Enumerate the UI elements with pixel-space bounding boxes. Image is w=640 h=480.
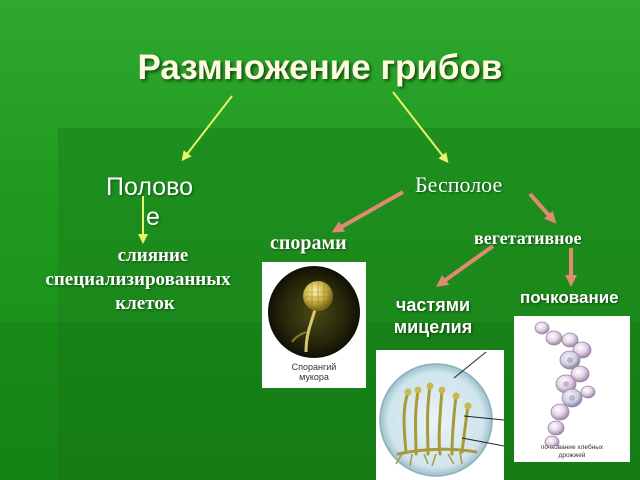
mycelium-image xyxy=(376,350,505,480)
sexual-label-line1: Полово xyxy=(106,173,193,201)
sporangium-caption-line1: Спорангий xyxy=(291,362,337,372)
fusion-line1: слияние xyxy=(117,245,189,266)
sporangium-caption-line2: мукора xyxy=(299,372,329,382)
yeast-caption-line1: почкование хлебных xyxy=(540,444,604,451)
yeast-image: почкование хлебных дрожжей xyxy=(514,316,630,462)
arrow-to-spores xyxy=(331,190,404,233)
sporangium-illustration xyxy=(268,266,360,358)
sporangium-image: Спорангий мукора xyxy=(262,262,366,388)
spores-label: спорами xyxy=(270,232,347,254)
yeast-caption-line2: дрожжей xyxy=(558,452,586,459)
mycelium-label: частями мицелия xyxy=(388,294,478,338)
asexual-label: Бесполое xyxy=(415,172,503,197)
sexual-label-line2: е xyxy=(146,203,160,231)
fusion-line2: специализированных xyxy=(45,269,231,290)
yeast-caption: почкование хлебных дрожжей xyxy=(514,444,630,460)
budding-label: почкование xyxy=(520,288,619,307)
sporangium-caption: Спорангий мукора xyxy=(262,362,366,382)
arrow-to-asexual xyxy=(392,91,449,164)
yeast-illustration xyxy=(534,321,596,449)
vegetative-label: вегетативное xyxy=(474,228,582,248)
slide-title: Размножение грибов xyxy=(137,48,503,87)
sexual-label: Полово е xyxy=(106,172,193,232)
fusion-label: слияние специализированных клеток xyxy=(18,244,258,316)
mycelium-illustration xyxy=(379,351,505,477)
fusion-line3: клеток xyxy=(115,293,175,314)
arrow-to-mycelium xyxy=(435,244,495,287)
arrow-to-sexual xyxy=(181,95,233,162)
mycelium-line2: мицелия xyxy=(393,317,473,337)
arrow-to-vegetative xyxy=(528,192,557,224)
mycelium-line1: частями xyxy=(395,295,471,315)
